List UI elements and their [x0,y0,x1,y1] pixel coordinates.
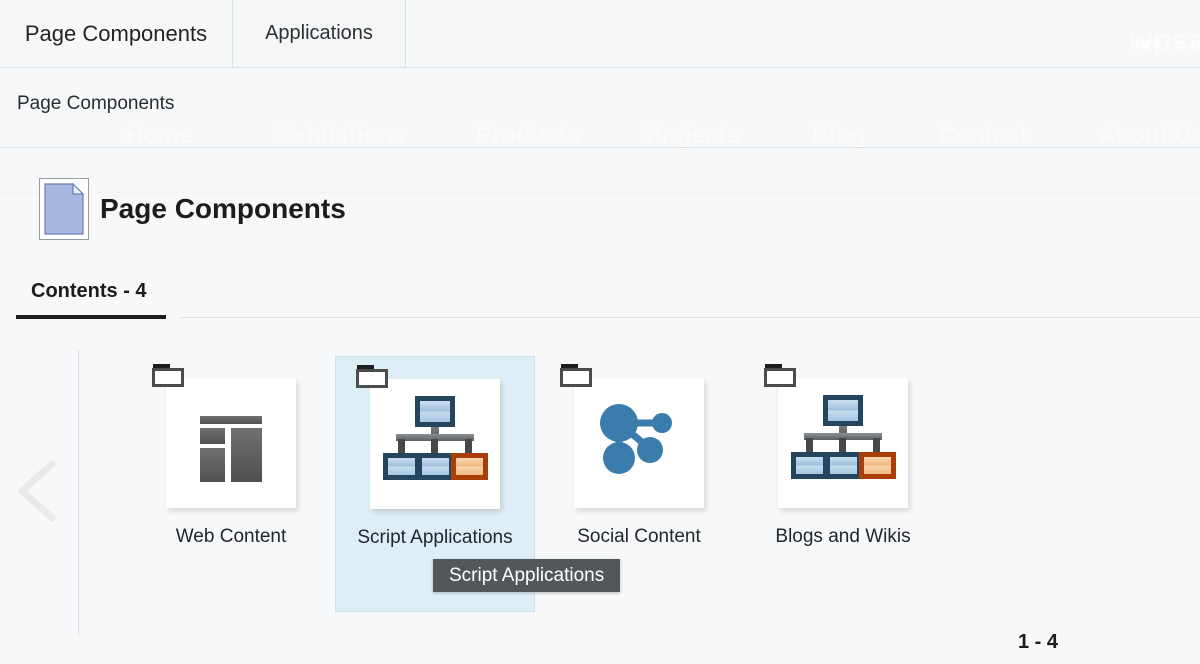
tab-strip-rule [0,67,1200,68]
gallery-item-script-applications[interactable]: Script Applications [335,356,535,612]
page-document-icon [39,178,89,240]
folder-tab-icon [560,363,592,387]
gallery-item-label: Blogs and Wikis [775,526,911,547]
hierarchy-icon [356,365,500,509]
content-tab-bar: Contents - 4 [0,262,1200,324]
share-network-icon [560,364,704,508]
gallery-item-social-content[interactable]: Social Content [539,356,739,612]
folder-tab-icon [764,363,796,387]
folder-tab-icon [152,363,184,387]
gallery-left-divider [78,350,79,635]
tab-applications[interactable]: Applications [232,0,406,68]
pagination-range: 1 - 4 [1018,631,1059,653]
tab-contents-active-underline [16,315,166,319]
chevron-left-icon[interactable] [8,458,64,524]
top-tab-strip: Page Components Applications [0,0,1200,68]
tooltip: Script Applications [433,559,621,592]
breadcrumb-rule [0,147,1200,148]
gallery-item-web-content[interactable]: Web Content [131,356,331,612]
tab-contents[interactable]: Contents - 4 [31,280,147,302]
breadcrumb-bar: Page Components [0,68,1200,148]
gallery-item-label: Script Applications [357,527,513,548]
page-layout-icon [152,364,296,508]
page-header: Page Components [0,149,1200,259]
gallery-item-label: Social Content [577,526,701,547]
component-gallery: Web Content [0,324,1200,635]
folder-tab-icon [356,364,388,388]
page-title: Page Components [100,193,346,224]
gallery-item-label: Web Content [175,526,287,547]
breadcrumb[interactable]: Page Components [17,93,175,114]
hierarchy-icon [764,364,908,508]
tab-page-components[interactable]: Page Components [0,0,232,68]
content-tab-rule [180,317,1200,318]
gallery-item-blogs-and-wikis[interactable]: Blogs and Wikis [743,356,943,612]
